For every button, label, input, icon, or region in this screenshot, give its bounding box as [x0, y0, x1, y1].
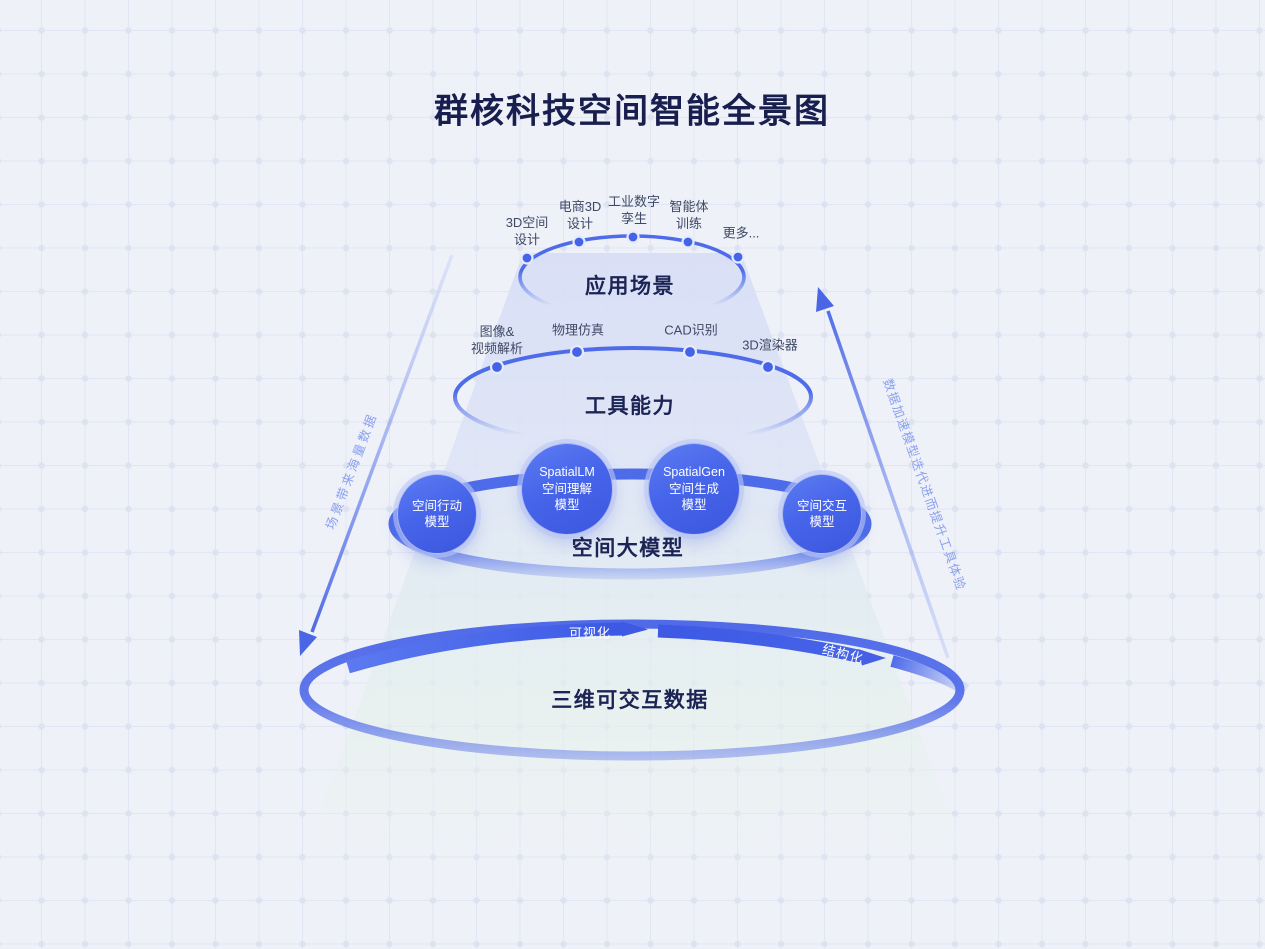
- ribbon-label-visualization: 可视化: [568, 625, 612, 641]
- node-dot: [681, 235, 695, 249]
- model-circle-interaction: 空间交互 模型: [782, 474, 862, 554]
- node-dot: [731, 250, 745, 264]
- node-label: 电商3D 设计: [558, 198, 602, 231]
- page-title: 群核科技空间智能全景图: [434, 92, 830, 131]
- model-circle-spatialgen: SpatialGen 空间生成 模型: [648, 443, 740, 535]
- layer-label-data: 三维可交互数据: [551, 689, 709, 713]
- node-label: 智能体 训练: [669, 198, 709, 231]
- ribbon-chevron-icon: [622, 621, 648, 637]
- node-dot: [489, 359, 505, 375]
- node-label: 图像& 视频解析: [470, 323, 524, 356]
- right-flow-arrow: [816, 287, 950, 659]
- node-label: CAD识别: [664, 322, 718, 338]
- node-dot: [520, 251, 534, 265]
- left-flow-arrow: [299, 254, 454, 656]
- node-label: 物理仿真: [551, 322, 605, 338]
- node-label: 更多...: [722, 225, 760, 241]
- data-flow-ribbon: [346, 621, 970, 696]
- layer-label-applications: 应用场景: [585, 275, 675, 299]
- model-circle-action: 空间行动 模型: [397, 474, 477, 554]
- layer-label-tools: 工具能力: [585, 395, 675, 419]
- node-label: 3D渲染器: [742, 337, 798, 353]
- tools-ring: [453, 346, 813, 448]
- node-label: 3D空间 设计: [505, 214, 549, 247]
- applications-node-dots: [520, 230, 745, 265]
- tools-node-dots: [489, 344, 776, 375]
- node-dot: [626, 230, 640, 244]
- ribbon-chevron-icon: [858, 649, 886, 666]
- node-dot: [572, 235, 586, 249]
- arrowhead-icon: [299, 630, 317, 656]
- node-dot: [682, 344, 698, 360]
- node-label: 工业数字 孪生: [607, 193, 661, 226]
- models-ring: [388, 468, 872, 580]
- arrowhead-icon: [816, 287, 834, 312]
- node-dot: [569, 344, 585, 360]
- model-circle-spatiallm: SpatialLM 空间理解 模型: [521, 443, 613, 535]
- layer-label-models: 空间大模型: [571, 537, 685, 561]
- node-dot: [760, 359, 776, 375]
